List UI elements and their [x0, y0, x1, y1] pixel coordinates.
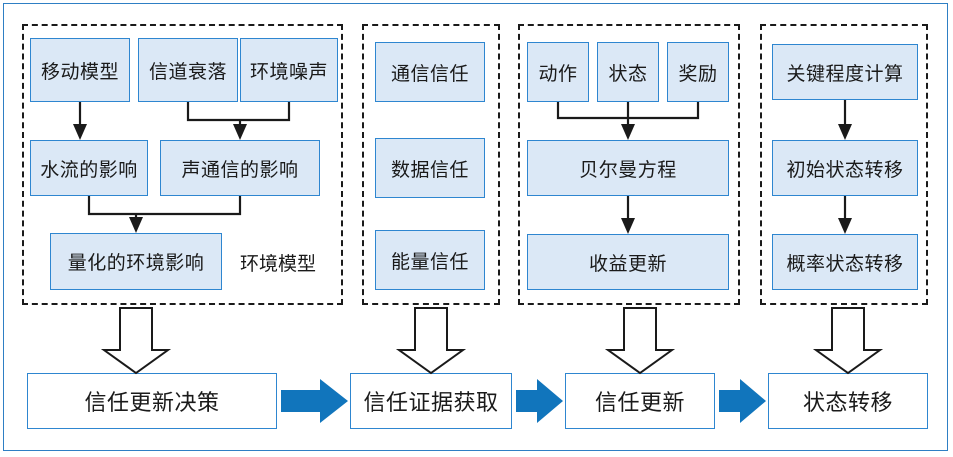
- node-current-effect[interactable]: 水流的影响: [30, 140, 148, 196]
- node-trust-update-decision[interactable]: 信任更新决策: [27, 373, 277, 429]
- node-channel-fading[interactable]: 信道衰落: [138, 38, 238, 102]
- node-ambient-noise[interactable]: 环境噪声: [240, 38, 338, 102]
- panel-environment-model: [22, 24, 343, 305]
- node-mobility-model[interactable]: 移动模型: [30, 38, 130, 102]
- node-bellman-equation[interactable]: 贝尔曼方程: [527, 140, 729, 196]
- panel-caption-environment-model: 环境模型: [240, 254, 317, 275]
- node-data-trust[interactable]: 数据信任: [375, 138, 485, 198]
- node-state[interactable]: 状态: [597, 42, 659, 102]
- node-initial-state-transition[interactable]: 初始状态转移: [772, 140, 918, 196]
- node-trust-update[interactable]: 信任更新: [565, 373, 715, 429]
- node-probabilistic-state-transition[interactable]: 概率状态转移: [772, 234, 918, 290]
- outer-frame: [3, 3, 948, 451]
- panel-reinforcement-learning: [518, 24, 740, 305]
- panel-trust-evidence: [362, 24, 500, 305]
- node-communication-trust[interactable]: 通信信任: [375, 42, 485, 102]
- node-state-transfer[interactable]: 状态转移: [768, 373, 928, 429]
- panel-state-transition: [760, 24, 928, 305]
- node-acoustic-comm-effect[interactable]: 声通信的影响: [160, 140, 320, 196]
- node-criticality-computation[interactable]: 关键程度计算: [772, 44, 918, 100]
- node-trust-evidence-acquisition[interactable]: 信任证据获取: [350, 373, 512, 429]
- node-action[interactable]: 动作: [527, 42, 589, 102]
- node-quantified-env-effect[interactable]: 量化的环境影响: [50, 233, 222, 290]
- node-energy-trust[interactable]: 能量信任: [375, 230, 485, 290]
- node-reward-update[interactable]: 收益更新: [527, 234, 729, 290]
- node-reward[interactable]: 奖励: [667, 42, 729, 102]
